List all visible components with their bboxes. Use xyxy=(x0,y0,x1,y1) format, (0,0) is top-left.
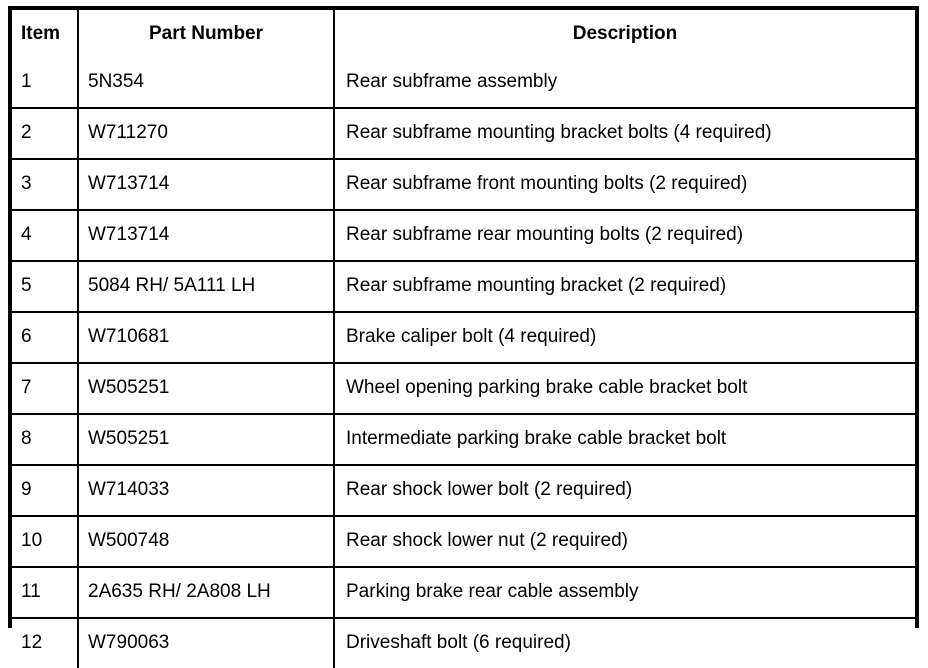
cell-part-number: 2A635 RH/ 2A808 LH xyxy=(78,567,335,619)
cell-item-number: 4 xyxy=(12,210,79,262)
column-header-description: Description xyxy=(334,10,915,58)
cell-item-number: 2 xyxy=(12,108,79,160)
cell-item-number: 8 xyxy=(12,414,79,466)
cell-description: Rear shock lower bolt (2 required) xyxy=(334,465,915,517)
cell-part-number: W500748 xyxy=(78,516,335,568)
cell-part-number: W713714 xyxy=(78,159,335,211)
cell-part-number: 5084 RH/ 5A111 LH xyxy=(78,261,335,313)
cell-item-number: 3 xyxy=(12,159,79,211)
cell-item-number: 6 xyxy=(12,312,79,364)
cell-part-number: W713714 xyxy=(78,210,335,262)
cell-part-number: W505251 xyxy=(78,414,335,466)
column-header-part-number: Part Number xyxy=(78,10,335,58)
cell-description: Rear subframe assembly xyxy=(334,58,915,109)
cell-item-number: 12 xyxy=(12,618,79,668)
cell-description: Wheel opening parking brake cable bracke… xyxy=(334,363,915,415)
cell-description: Rear subframe front mounting bolts (2 re… xyxy=(334,159,915,211)
cell-item-number: 11 xyxy=(12,567,79,619)
cell-part-number: W710681 xyxy=(78,312,335,364)
column-header-item: Item xyxy=(12,10,79,58)
cell-part-number: W711270 xyxy=(78,108,335,160)
cell-part-number: 5N354 xyxy=(78,58,335,109)
cell-description: Rear subframe mounting bracket bolts (4 … xyxy=(334,108,915,160)
cell-item-number: 7 xyxy=(12,363,79,415)
cell-description: Rear subframe mounting bracket (2 requir… xyxy=(334,261,915,313)
cell-description: Rear shock lower nut (2 required) xyxy=(334,516,915,568)
cell-item-number: 10 xyxy=(12,516,79,568)
cell-item-number: 9 xyxy=(12,465,79,517)
cell-description: Driveshaft bolt (6 required) xyxy=(334,618,915,668)
cell-part-number: W714033 xyxy=(78,465,335,517)
cell-description: Intermediate parking brake cable bracket… xyxy=(334,414,915,466)
cell-part-number: W505251 xyxy=(78,363,335,415)
table-header: Item Part Number Description xyxy=(12,10,915,58)
cell-part-number: W790063 xyxy=(78,618,335,668)
table-header-row: Item Part Number Description xyxy=(12,10,915,58)
cell-item-number: 5 xyxy=(12,261,79,313)
cell-item-number: 1 xyxy=(12,58,79,109)
cell-description: Parking brake rear cable assembly xyxy=(334,567,915,619)
cell-description: Rear subframe rear mounting bolts (2 req… xyxy=(334,210,915,262)
cell-description: Brake caliper bolt (4 required) xyxy=(334,312,915,364)
